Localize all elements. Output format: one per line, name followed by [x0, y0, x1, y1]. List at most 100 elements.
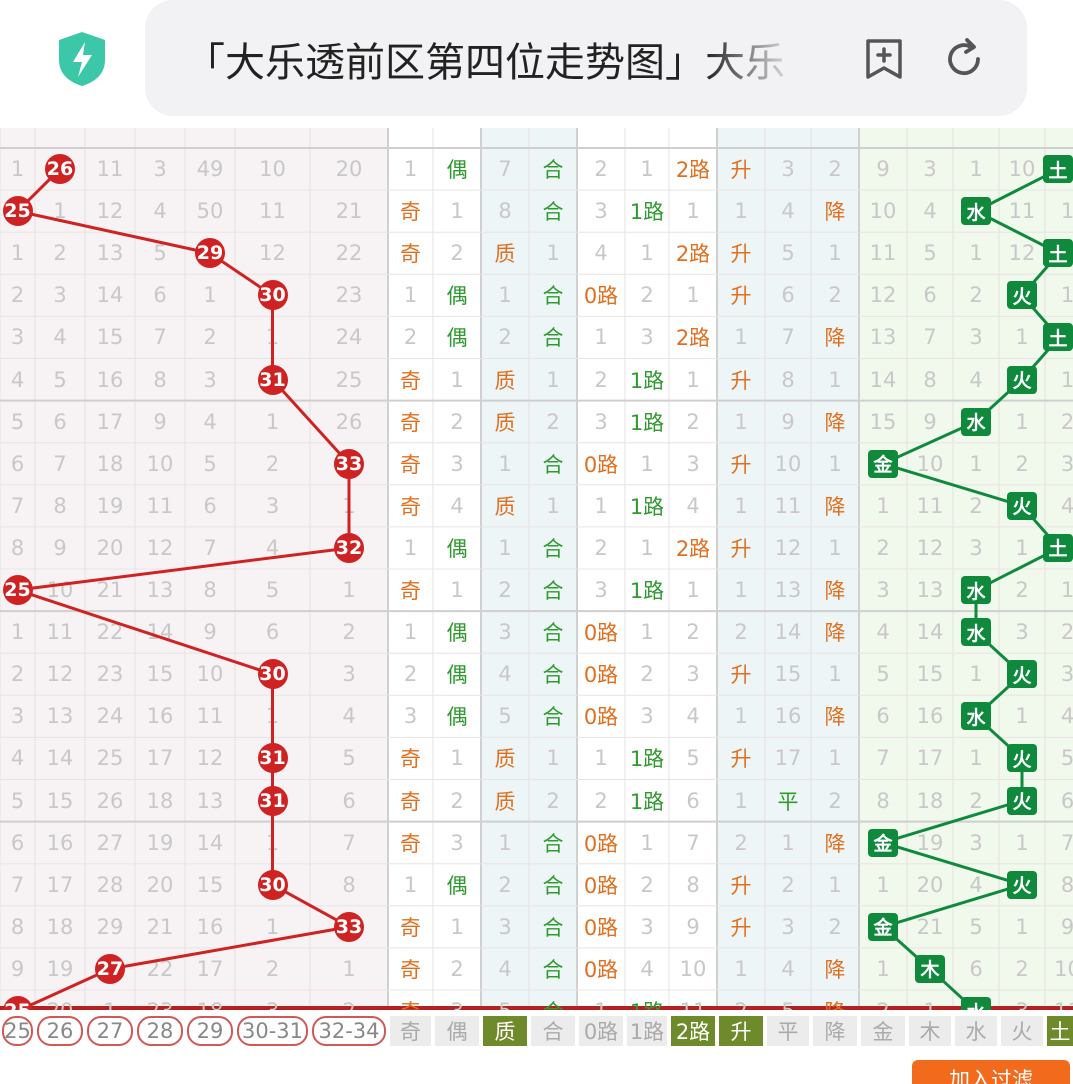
- grid-cell: 9: [10, 956, 25, 981]
- grid-cell: 3: [450, 830, 464, 855]
- footer-label[interactable]: 合: [531, 1016, 575, 1046]
- grid-cell: 8: [10, 535, 25, 560]
- footer-label[interactable]: 26: [37, 1016, 83, 1046]
- footer-label[interactable]: 水: [955, 1016, 997, 1046]
- footer-label[interactable]: 2路: [671, 1016, 715, 1046]
- footer-label[interactable]: 平: [767, 1016, 809, 1046]
- grid-cell: 合: [542, 536, 564, 561]
- grid-cell: 奇: [400, 368, 421, 393]
- wuxing-marker: 土: [1043, 533, 1073, 562]
- footer-label[interactable]: 0路: [579, 1016, 623, 1046]
- footer-label[interactable]: 32-34: [312, 1016, 386, 1046]
- grid-cell: 降: [824, 957, 846, 982]
- add-filter-button[interactable]: 加入过滤: [912, 1060, 1070, 1084]
- grid-cell: 4: [594, 241, 608, 266]
- grid-cell: 8: [203, 578, 217, 603]
- grid-cell: 8: [498, 199, 512, 224]
- footer-label[interactable]: 25: [2, 1016, 33, 1046]
- grid-cell: 1: [969, 662, 983, 687]
- grid-cell: 15: [196, 872, 224, 897]
- grid-cell: 4: [265, 535, 280, 560]
- grid-cell: 2: [594, 367, 608, 392]
- footer-label[interactable]: 金: [861, 1016, 905, 1046]
- grid-cell: 14: [196, 830, 224, 855]
- grid-cell: 8: [876, 788, 890, 813]
- grid-cell: 1: [828, 872, 842, 897]
- grid-cell: 1: [1015, 409, 1029, 434]
- grid-cell: 降: [824, 200, 846, 225]
- footer-label[interactable]: 1路: [627, 1016, 667, 1046]
- grid-cell: 8: [923, 367, 937, 392]
- grid-cell: 1: [265, 409, 280, 434]
- grid-cell: 1: [594, 746, 608, 771]
- address-bar[interactable]: 「大乐透前区第四位走势图」大乐: [145, 0, 1027, 116]
- bookmark-add-icon[interactable]: [860, 35, 908, 83]
- footer-label[interactable]: 27: [87, 1016, 133, 1046]
- grid-cell: 1: [403, 157, 418, 182]
- wuxing-marker: 木: [915, 954, 945, 983]
- grid-cell: 偶: [446, 284, 468, 309]
- grid-cell: 1: [1060, 578, 1073, 603]
- footer-label[interactable]: 28: [137, 1016, 183, 1046]
- footer-label[interactable]: 木: [909, 1016, 951, 1046]
- grid-cell: 5: [1060, 746, 1073, 771]
- grid-cell: 2: [859, 990, 907, 1010]
- grid-cell: 1: [594, 325, 608, 350]
- footer-label[interactable]: 质: [483, 1016, 527, 1046]
- grid-cell: 2: [1015, 956, 1029, 981]
- ball-marker: 27: [95, 953, 125, 984]
- grid-cell: 1: [1060, 283, 1073, 308]
- grid-cell: 1: [640, 157, 654, 182]
- grid-cell: 合: [542, 957, 564, 982]
- grid-cell: 5: [765, 990, 811, 1010]
- grid-cell: 25: [335, 367, 363, 392]
- reload-icon[interactable]: [940, 35, 988, 83]
- grid-cell: 8: [686, 872, 700, 897]
- grid-cell: 奇: [400, 242, 421, 267]
- footer-label[interactable]: 30-31: [237, 1016, 308, 1046]
- grid-cell: 合: [542, 873, 564, 898]
- grid-cell: 4: [498, 662, 512, 687]
- ball-marker: 31: [257, 743, 288, 774]
- wuxing-marker: 火: [1007, 744, 1037, 773]
- grid-cell: 2: [1060, 409, 1073, 434]
- grid-cell: 6: [876, 704, 890, 729]
- grid-cell: 奇: [400, 452, 421, 477]
- grid-cell: 6: [686, 788, 700, 813]
- grid-cell: 19: [46, 956, 74, 981]
- grid-cell: 奇: [400, 747, 421, 772]
- grid-cell: 9: [1060, 914, 1073, 939]
- ball-marker: 33: [334, 911, 364, 942]
- grid-cell: 6: [10, 451, 25, 476]
- grid-cell: 0路: [583, 957, 619, 982]
- grid-cell: 0路: [583, 831, 619, 856]
- grid-cell: 1: [734, 409, 748, 434]
- footer-label[interactable]: 土: [1047, 1016, 1073, 1046]
- shield-bolt-icon[interactable]: [55, 30, 109, 88]
- grid-cell: 2: [1015, 451, 1029, 476]
- footer-label[interactable]: 升: [719, 1016, 763, 1046]
- grid-cell: 8: [53, 493, 67, 518]
- grid-cell: 20: [916, 872, 944, 897]
- grid-cell: 0路: [583, 915, 619, 940]
- grid-cell: 2: [310, 990, 388, 1010]
- grid-cell: 2: [265, 451, 280, 476]
- grid-cell: 12: [96, 199, 124, 224]
- grid-cell: 合: [542, 452, 564, 477]
- grid-cell: 11: [46, 620, 74, 645]
- grid-cell: 4: [923, 199, 937, 224]
- grid-cell: 升: [730, 663, 752, 688]
- footer-label[interactable]: 火: [1001, 1016, 1043, 1046]
- wuxing-marker: 火: [1007, 786, 1037, 815]
- footer-label[interactable]: 降: [813, 1016, 857, 1046]
- grid-cell: 2: [594, 788, 608, 813]
- footer-label[interactable]: 奇: [390, 1016, 431, 1046]
- grid-cell: 2: [265, 956, 280, 981]
- grid-cell: 1路: [629, 579, 665, 604]
- grid-cell: 1: [265, 830, 280, 855]
- grid-cell: 11: [196, 704, 224, 729]
- footer-label[interactable]: 29: [187, 1016, 233, 1046]
- footer-label[interactable]: 偶: [435, 1016, 479, 1046]
- grid-cell: 降: [824, 831, 846, 856]
